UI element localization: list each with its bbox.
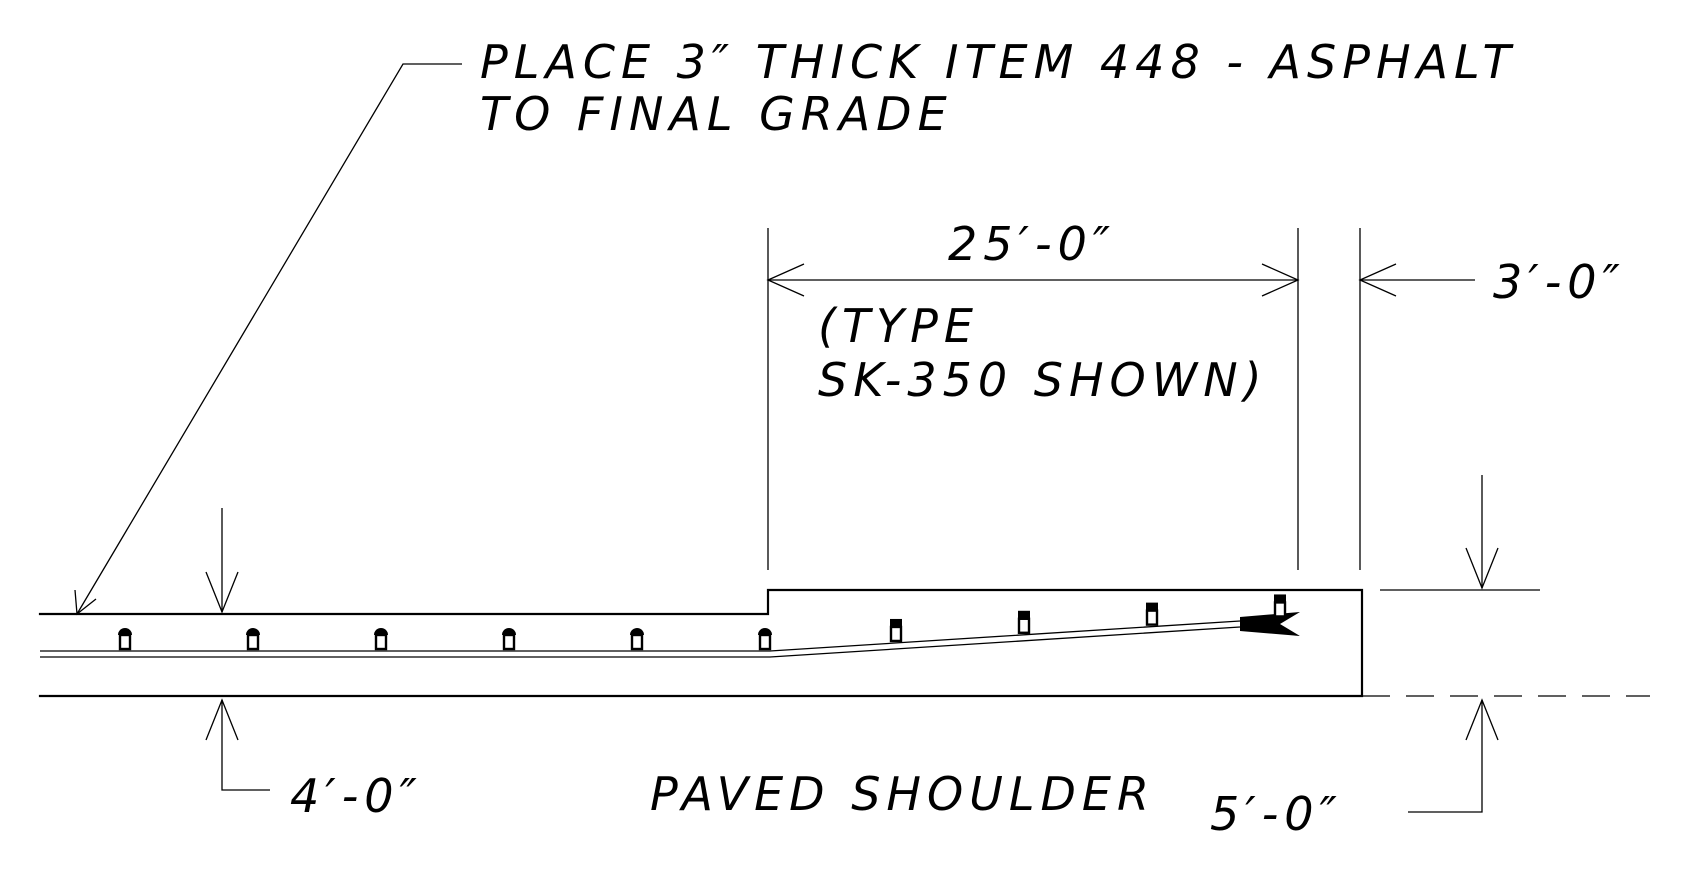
- asphalt-pad-outline: [38, 588, 1650, 698]
- dimension-25ft: [766, 228, 1300, 570]
- type-note-line2: SK-350 SHOWN): [818, 353, 1268, 407]
- guardrail-posts: [118, 594, 1287, 651]
- arrow-top-left: [205, 508, 239, 614]
- guardrail-post: [758, 628, 772, 651]
- paved-shoulder-label: PAVED SHOULDER: [650, 767, 1155, 821]
- guardrail-post: [1017, 610, 1031, 634]
- asphalt-note-line2: TO FINAL GRADE: [480, 87, 953, 141]
- guardrail-post: [1273, 594, 1287, 618]
- guardrail-post: [118, 628, 132, 651]
- guardrail-post: [1145, 602, 1159, 626]
- dimension-3ft: [1358, 228, 1475, 570]
- guardrail: [40, 612, 1300, 658]
- dimension-5ft: [1408, 698, 1499, 813]
- end-terminal: [1240, 612, 1300, 636]
- type-note-line1: (TYPE: [818, 299, 979, 353]
- asphalt-note-line1: PLACE 3″ THICK ITEM 448 - ASPHALT: [480, 35, 1517, 89]
- dimension-25ft-label: 25′-0″: [948, 217, 1116, 271]
- guardrail-post: [889, 618, 903, 643]
- dimension-4ft-label: 4′-0″: [290, 769, 423, 823]
- dimension-5ft-label: 5′-0″: [1210, 787, 1343, 841]
- dimension-3ft-label: 3′-0″: [1493, 255, 1626, 309]
- asphalt-leader: [74, 63, 462, 616]
- guardrail-post: [502, 628, 516, 651]
- guardrail-post: [374, 628, 388, 651]
- guardrail-post: [630, 628, 644, 651]
- guardrail-post: [246, 628, 260, 651]
- arrow-top-right: [1465, 475, 1499, 590]
- dimension-4ft: [205, 698, 270, 791]
